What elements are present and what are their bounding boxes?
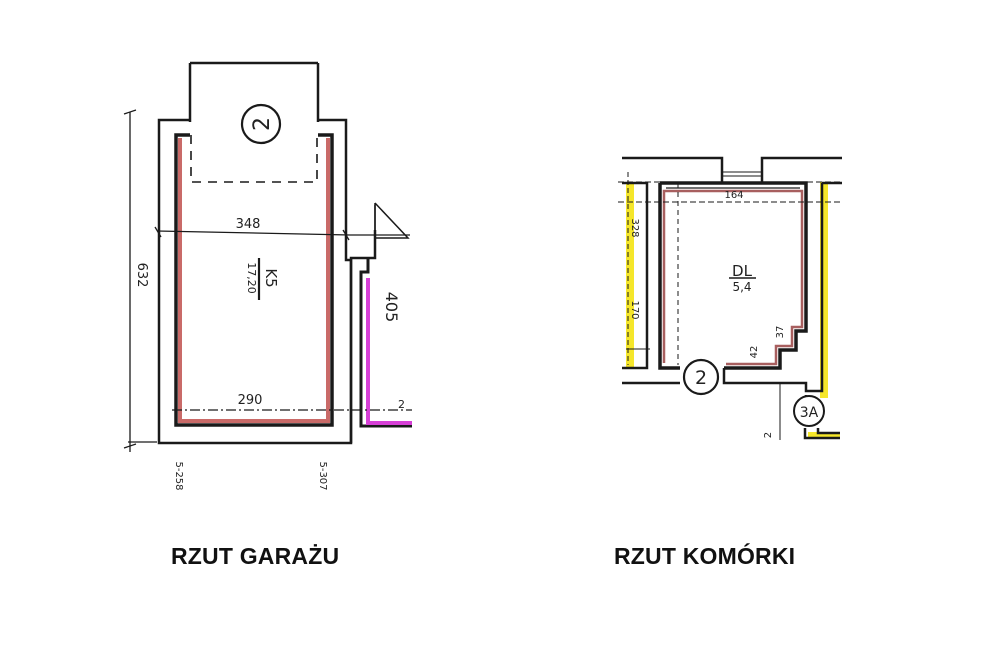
storage-bottom-dim: 2 xyxy=(763,432,774,438)
storage-entry-marker-icon xyxy=(682,358,720,396)
storage-entry-marker-label: 2 xyxy=(695,367,707,389)
garage-room-code: K5 xyxy=(262,268,280,287)
neighbor-height: 405 xyxy=(382,292,401,323)
garage-dimension-lines xyxy=(123,109,412,452)
neighbor-right-fill xyxy=(820,182,828,398)
garage-entry-marker-label: 2 xyxy=(250,117,275,131)
stair-marker-label: 3A xyxy=(800,405,819,421)
garage-room-area: 17,20 xyxy=(245,262,258,294)
neighbor-left-fill xyxy=(626,182,634,367)
garage-plan: 2 348 290 632 405 2 K5 17,20 5-258 5-307 xyxy=(123,61,412,491)
garage-width-bottom: 290 xyxy=(238,393,263,408)
storage-room-outline xyxy=(662,189,804,366)
garage-width-top: 348 xyxy=(236,217,261,232)
storage-walls xyxy=(622,156,842,440)
garage-walls xyxy=(157,61,412,445)
storage-door-dim-b: 37 xyxy=(775,326,786,339)
storage-room-area: 5,4 xyxy=(732,280,751,294)
storage-width-top: 164 xyxy=(724,190,743,201)
storage-height-side: 328 xyxy=(629,218,640,237)
neighbor-partial-dim: 2 xyxy=(398,398,405,411)
storage-dimension-lines xyxy=(618,172,842,440)
garage-height-left: 632 xyxy=(134,263,149,288)
stair-marker-icon xyxy=(793,395,825,427)
storage-door-dim-a: 42 xyxy=(749,346,760,359)
storage-plan: 164 328 170 42 37 2 DL 5,4 2 3A xyxy=(618,156,842,440)
neighbor-room-outline xyxy=(366,278,412,425)
garage-entry-marker-icon xyxy=(240,103,282,145)
storage-left-dim: 170 xyxy=(629,300,640,319)
storage-plan-caption: RZUT KOMÓRKI xyxy=(614,543,796,569)
garage-door-overhang xyxy=(190,135,318,183)
garage-plan-caption: RZUT GARAŻU xyxy=(171,543,340,569)
garage-level-left: 5-258 xyxy=(173,461,184,490)
garage-room-outline xyxy=(178,138,330,423)
garage-level-right: 5-307 xyxy=(317,461,328,490)
storage-room-code: DL xyxy=(732,262,753,280)
